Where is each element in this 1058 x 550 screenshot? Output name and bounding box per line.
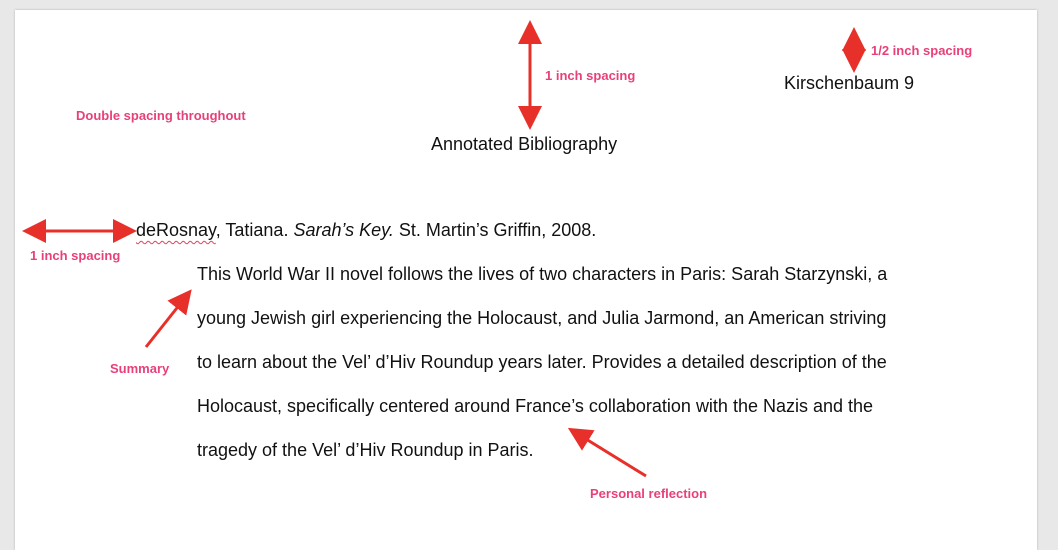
callout-one-inch-top: 1 inch spacing — [545, 68, 636, 83]
callout-one-inch-left: 1 inch spacing — [30, 248, 121, 263]
citation-author-rest: , Tatiana. — [215, 220, 294, 240]
callout-summary: Summary — [110, 361, 170, 376]
citation: deRosnay, Tatiana. Sarah’s Key. St. Mart… — [136, 221, 596, 239]
annotation-line: to learn about the Vel’ d’Hiv Roundup ye… — [197, 352, 887, 372]
citation-author-last: deRosnay — [136, 220, 216, 240]
page-title: Annotated Bibliography — [431, 134, 618, 154]
annotation-line: tragedy of the Vel’ d’Hiv Roundup in Par… — [197, 440, 534, 460]
running-head: Kirschenbaum 9 — [784, 73, 915, 93]
callout-double-spacing: Double spacing throughout — [76, 108, 246, 123]
callout-half-inch: 1/2 inch spacing — [871, 43, 973, 58]
citation-publisher-year: St. Martin’s Griffin, 2008. — [393, 220, 597, 240]
citation-book-title: Sarah’s Key. — [293, 220, 394, 240]
annotation-line: This World War II novel follows the live… — [197, 264, 888, 284]
annotation-line: young Jewish girl experiencing the Holoc… — [197, 308, 887, 328]
callout-personal-reflection: Personal reflection — [590, 486, 708, 501]
annotation-line: Holocaust, specifically centered around … — [197, 396, 874, 416]
